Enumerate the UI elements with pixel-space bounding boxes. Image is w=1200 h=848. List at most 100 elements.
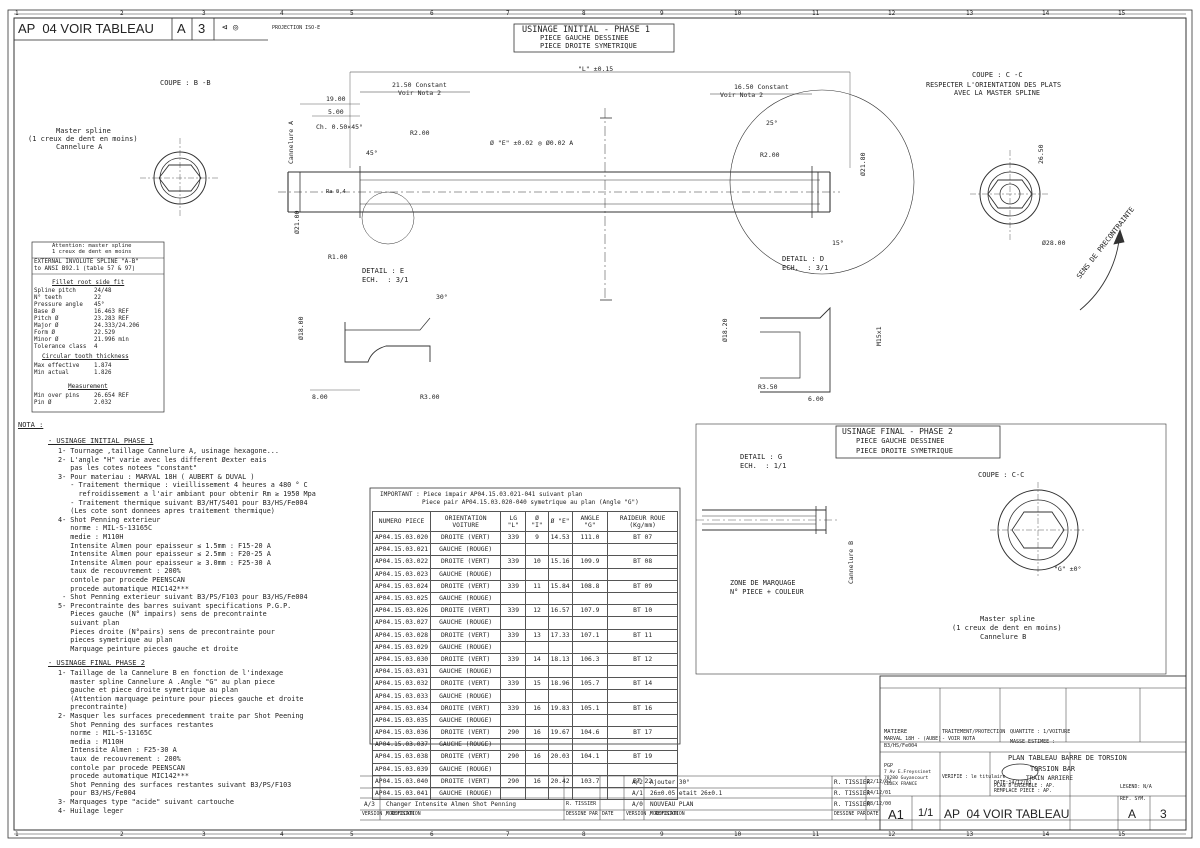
dim-5: 5.00 (328, 108, 344, 116)
detail-e-scale: ECH. : 3/1 (362, 276, 409, 284)
note-line: Pieces gauche (N° impairs) sens de preco… (58, 610, 267, 619)
table-cell: 339 (500, 530, 527, 545)
note-line: taux de recouvrement : 200% (58, 755, 181, 763)
table-cell: 16 (525, 725, 549, 740)
table-cell: AP04.15.03.033 (371, 689, 432, 703)
note-line: norme : MIL-S-13165C (58, 729, 153, 738)
grid-number: 15 (1118, 831, 1126, 838)
title-block-ref: AP 04 VOIR TABLEAU (944, 807, 1070, 821)
coupe-cc-note: AVEC LA MASTER SPLINE (954, 89, 1040, 97)
spline-param-value: 4 (94, 344, 98, 350)
spline-param-label: Base Ø (34, 309, 55, 315)
rev-header: DESSINE PAR (566, 812, 598, 817)
note-line: 2- Masquer les surfaces precedemment tra… (58, 712, 304, 720)
spline-circ-value: 1.826 (94, 370, 112, 376)
coupe-cc-note: RESPECTER L'ORIENTATION DES PLATS (926, 81, 1062, 89)
spline-circ-title: Circular tooth thickness (42, 353, 129, 360)
table-cell: 106.3 (571, 652, 609, 667)
spline-param-value: 16.463 REF (94, 309, 129, 315)
rev-date: 08/12/00 (867, 801, 892, 807)
table-cell: 16.57 (547, 604, 573, 618)
dim-d1820: Ø18.20 (721, 318, 729, 342)
table-cell: DROITE (VERT) (430, 579, 502, 593)
table-cell: 10 (525, 555, 549, 569)
table-cell (547, 640, 573, 654)
dim-constant-right: 16.50 Constant (734, 83, 789, 91)
table-cell: BT 09 (607, 579, 678, 593)
table-cell: AP04.15.03.040 (371, 774, 432, 788)
title-block-size: A (1128, 807, 1137, 821)
spline-param-label: N° teeth (34, 295, 62, 301)
table-cell: AP04.15.03.021 (371, 543, 432, 557)
table-cell (607, 713, 678, 728)
phase1-notes-heading: - USINAGE INITIAL PHASE 1 (48, 437, 154, 445)
parts-table: NUMERO PIECE ORIENTATION VOITURE LG "L" … (371, 511, 678, 801)
spline-param-value: 22 (94, 295, 101, 301)
table-cell (525, 762, 549, 776)
table-cell (525, 665, 549, 679)
table-cell: BT 17 (607, 725, 678, 740)
table-cell: 111.0 (571, 530, 609, 545)
master-spline-a: (1 creux de dent en moins) (28, 135, 138, 143)
mass: MASSE ESTIMEE : (1010, 739, 1056, 745)
table-cell (500, 713, 527, 728)
note-line: Pieces droite (N°pairs) sens de precontr… (58, 627, 275, 636)
grid-number: 3 (202, 10, 206, 17)
table-cell (571, 543, 609, 557)
spline-param-value: 22.529 (94, 330, 115, 336)
table-cell: 16 (525, 750, 549, 764)
table-cell (500, 738, 527, 752)
table-cell: 339 (500, 555, 527, 569)
note-line: 3- Marquages type "acide" suivant cartou… (58, 798, 234, 806)
spline-circ-label: Min actual (34, 370, 69, 376)
table-cell: BT 19 (607, 750, 678, 764)
dim-8: 8.00 (312, 393, 328, 401)
spline-meas-value: 26.654 REF (94, 393, 129, 399)
table-cell: AP04.15.03.034 (371, 701, 432, 715)
grid-number: 12 (888, 10, 896, 17)
table-cell: 20.42 (547, 774, 573, 788)
table-cell: 14 (525, 652, 549, 667)
grid-number: 9 (660, 831, 664, 838)
grid-number: 5 (350, 10, 354, 17)
note-line: Marquage peinture pieces gauche et droit… (58, 644, 239, 653)
table-cell (607, 616, 678, 630)
date: DATE:14/12/01 (994, 781, 1032, 786)
note-line: master spline Cannelure A .Angle "G" au … (58, 677, 275, 686)
note-line: 1- Taillage de la Cannelure B en fonctio… (58, 669, 284, 677)
rev-header: DATE (867, 812, 879, 817)
col-header: ORIENTATION VOITURE (430, 511, 502, 532)
dim-thread: M15x1 (875, 326, 883, 346)
rev-version: A/0 (632, 801, 643, 808)
note-line: pour B3/HS/Fe004 (58, 789, 136, 798)
dim-6: 6.00 (808, 395, 824, 403)
spline-param-value: 21.996 min (94, 337, 129, 343)
table-cell: 15 (525, 677, 549, 691)
cannelure-a-label: Cannelure A (287, 120, 295, 164)
table-cell: 18.96 (547, 677, 573, 691)
table-cell (607, 786, 678, 801)
table-cell (571, 665, 609, 679)
table-cell: GAUCHE (ROUGE) (430, 738, 502, 752)
plan-title: PLAN TABLEAU BARRE DE TORSION (1008, 754, 1127, 762)
note-line: Intensite Almen pour epaisseur ≤ 2.5mm :… (58, 550, 271, 559)
table-cell: AP04.15.03.031 (371, 665, 432, 679)
col-header: Ø "I" (525, 511, 549, 532)
table-cell: AP04.15.03.039 (371, 762, 432, 776)
table-cell: 16 (525, 701, 549, 715)
table-cell: 9 (525, 530, 549, 545)
company-address: CEDEX FRANCE (884, 782, 918, 787)
spline-param-label: Major Ø (34, 323, 59, 329)
col-header: NUMERO PIECE (371, 511, 432, 532)
grid-number: 5 (350, 831, 354, 838)
table-cell (525, 713, 549, 728)
table-cell (547, 786, 573, 801)
table-cell: AP04.15.03.025 (371, 591, 432, 606)
table-cell: 15.84 (547, 579, 573, 593)
